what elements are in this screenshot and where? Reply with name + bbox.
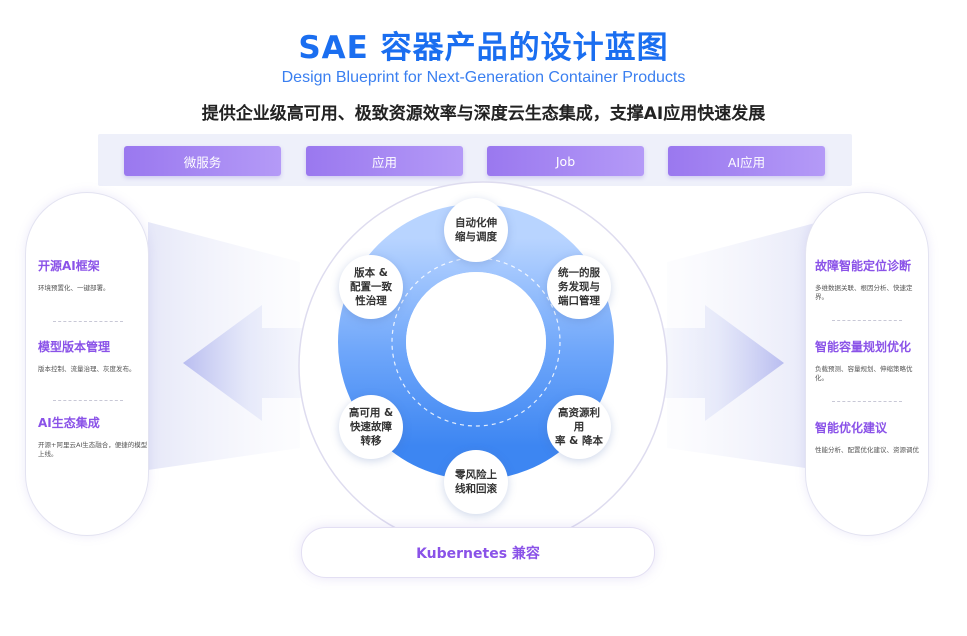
left-item-ai-ecosystem: AI生态集成 开源+阿里云AI生态融合，便捷的模型上线。 (38, 416, 148, 458)
page-tagline: 提供企业级高可用、极致资源效率与深度云生态集成，支撑AI应用快速发展 (201, 104, 766, 124)
ring-node-zero-risk-release: 零风险上线和回滚 (444, 450, 508, 514)
ring-node-resource-efficiency: 高资源利用率 & 降本 (547, 395, 611, 459)
top-button-job[interactable]: Job (487, 146, 644, 176)
right-divider-1 (832, 320, 902, 321)
left-arrow (183, 305, 330, 421)
ring-node-version-config: 版本 &配置一致性治理 (339, 255, 403, 319)
right-divider-2 (832, 401, 902, 402)
ring-node-service-discovery: 统一的服务发现与端口管理 (547, 255, 611, 319)
top-button-ai-application[interactable]: AI应用 (668, 146, 825, 176)
page-title: SAE 容器产品的设计蓝图 (298, 30, 669, 66)
ring-inner-hole (406, 272, 546, 412)
right-arrow (637, 305, 784, 421)
left-item-model-version: 模型版本管理 版本控制、流量治理、灰度发布。 (38, 340, 136, 373)
left-divider-1 (53, 321, 123, 322)
page-subtitle: Design Blueprint for Next-Generation Con… (281, 69, 686, 86)
right-item-fault-diagnosis: 故障智能定位诊断 多维数据关联、根因分析、快速定界。 (815, 259, 913, 301)
kubernetes-compat-pill: Kubernetes 兼容 (301, 527, 655, 578)
top-button-application[interactable]: 应用 (306, 146, 463, 176)
right-item-optimization-advice: 智能优化建议 性能分析、配置优化建议、资源调优 (815, 421, 919, 454)
left-panel-ai (25, 192, 149, 536)
left-item-open-ai-framework: 开源AI框架 环境预置化、一键部署。 (38, 259, 110, 292)
right-item-capacity-planning: 智能容量规划优化 负载预测、容量规划、伸缩策略优化。 (815, 340, 913, 382)
ring-node-high-availability: 高可用 &快速故障转移 (339, 395, 403, 459)
ring-node-autoscaling: 自动化伸缩与调度 (444, 198, 508, 262)
left-divider-2 (53, 400, 123, 401)
top-button-microservice[interactable]: 微服务 (124, 146, 281, 176)
right-panel-intelligence (805, 192, 929, 536)
